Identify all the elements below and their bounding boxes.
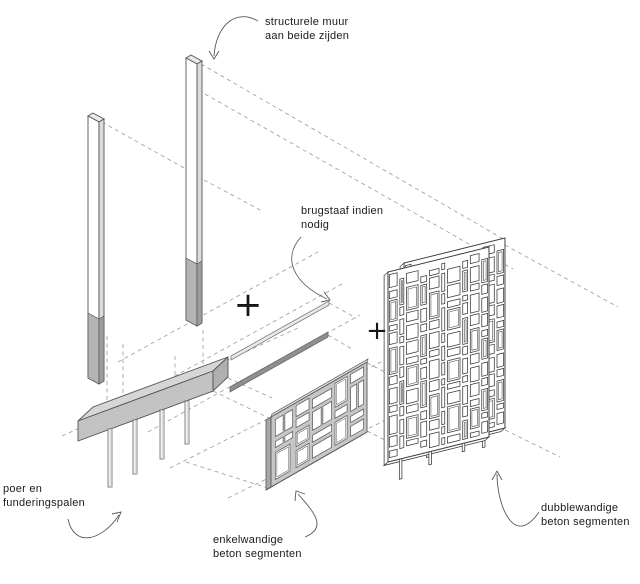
label-double-wall: dubblewandige beton segmenten: [541, 502, 630, 528]
foundation-piles: [107, 400, 190, 488]
label-structural-wall: structurele muur aan beide zijden: [265, 16, 352, 42]
structural-wall-column-right: [185, 54, 203, 327]
single-wall-panel: [265, 358, 369, 491]
arrowhead-double-wall: [491, 470, 503, 481]
label-bridge-bar: brugstaaf indien nodig: [301, 205, 387, 231]
arrowhead-single-wall: [294, 490, 306, 502]
leader-bridge-bar: [291, 236, 328, 300]
arrowhead-bridge-bar: [320, 291, 331, 303]
leader-structural-wall: [213, 16, 259, 57]
leader-arrows: [67, 16, 540, 539]
label-single-wall: enkelwandige beton segmenten: [213, 534, 302, 560]
arrowhead-footing: [111, 511, 122, 523]
footing-beam: [77, 355, 229, 442]
leader-double-wall: [496, 473, 540, 527]
bridge-bar-top: [230, 300, 330, 361]
double-wall-panel-front: [382, 246, 491, 480]
plus-sign-1: +: [234, 285, 263, 325]
bridge-bar-bottom: [229, 331, 329, 393]
structural-wall-column-left: [87, 112, 105, 385]
plus-sign-2: +: [366, 316, 388, 346]
leader-single-wall: [297, 493, 318, 538]
leader-footing: [67, 514, 120, 539]
label-footing: poer en funderingspalen: [3, 483, 85, 509]
arrowhead-structural-wall: [208, 50, 220, 60]
